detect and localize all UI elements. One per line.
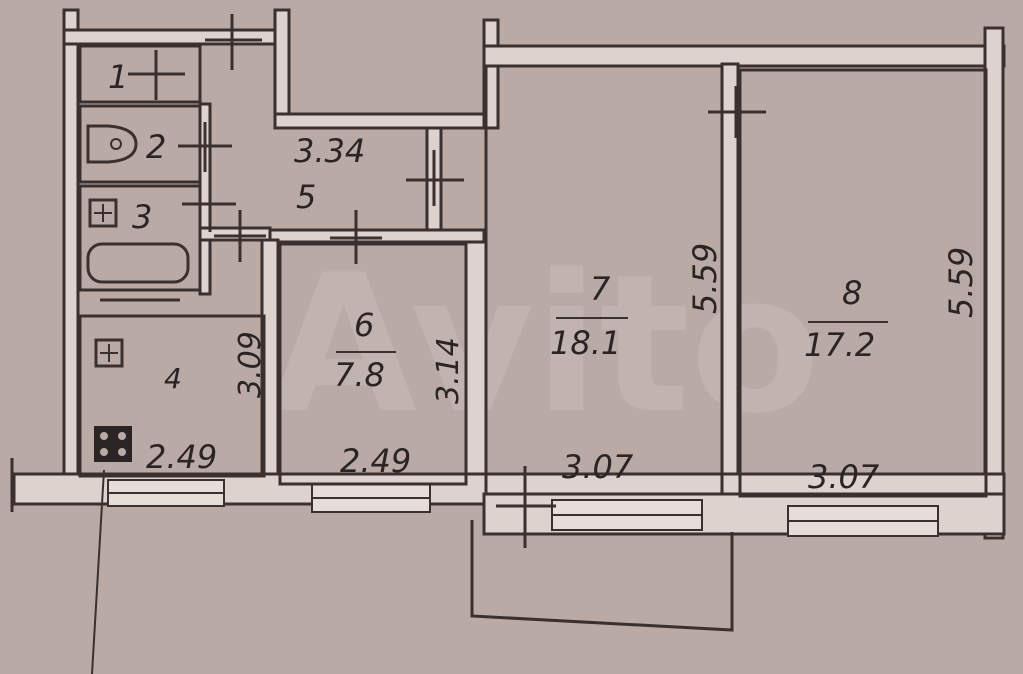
room-7-number: 7 bbox=[590, 270, 611, 308]
room-5-width: 3.34 bbox=[294, 132, 365, 170]
room-3-number: 3 bbox=[132, 198, 152, 236]
room-7-width: 3.07 bbox=[562, 448, 634, 486]
room-3-outline bbox=[78, 184, 202, 292]
guide-line bbox=[91, 469, 105, 674]
fixtures bbox=[78, 44, 988, 498]
balcony bbox=[470, 520, 734, 632]
stove-icon bbox=[94, 426, 132, 462]
room-8-depth: 5.59 bbox=[942, 247, 980, 318]
socket-icon bbox=[88, 198, 118, 228]
room-7-outline bbox=[484, 64, 724, 496]
room-8-outline bbox=[738, 68, 988, 498]
toilet-icon bbox=[86, 124, 138, 164]
room-6-area: 7.8 bbox=[334, 356, 385, 394]
room-4-width: 2.49 bbox=[146, 438, 217, 476]
room-1-outline bbox=[78, 44, 202, 104]
room-4-depth: 3.09 bbox=[233, 331, 268, 398]
door-markers bbox=[10, 14, 766, 548]
room-5-number: 5 bbox=[296, 178, 316, 216]
room-4-outline bbox=[78, 314, 266, 478]
room-6-number: 6 bbox=[354, 306, 374, 344]
room-8-area: 17.2 bbox=[804, 326, 875, 364]
room-2-number: 2 bbox=[146, 128, 166, 166]
room-labels: 1 2 3 4 2.49 3.09 3.34 5 6 7.8 2.49 3.14… bbox=[108, 58, 980, 496]
socket-icon-2 bbox=[94, 338, 124, 368]
room-2-outline bbox=[78, 104, 202, 184]
room-7-area: 18.1 bbox=[550, 324, 621, 362]
room-6-depth: 3.14 bbox=[431, 337, 466, 404]
room-1-number: 1 bbox=[108, 58, 128, 96]
room-6-width: 2.49 bbox=[340, 442, 411, 480]
room-4-number: 4 bbox=[164, 362, 182, 395]
room-7-depth: 5.59 bbox=[686, 243, 724, 314]
room-8-width: 3.07 bbox=[808, 458, 880, 496]
room-6-outline bbox=[278, 242, 468, 486]
bathtub-icon bbox=[86, 242, 190, 284]
windows bbox=[107, 479, 939, 537]
room-8-number: 8 bbox=[842, 274, 862, 312]
